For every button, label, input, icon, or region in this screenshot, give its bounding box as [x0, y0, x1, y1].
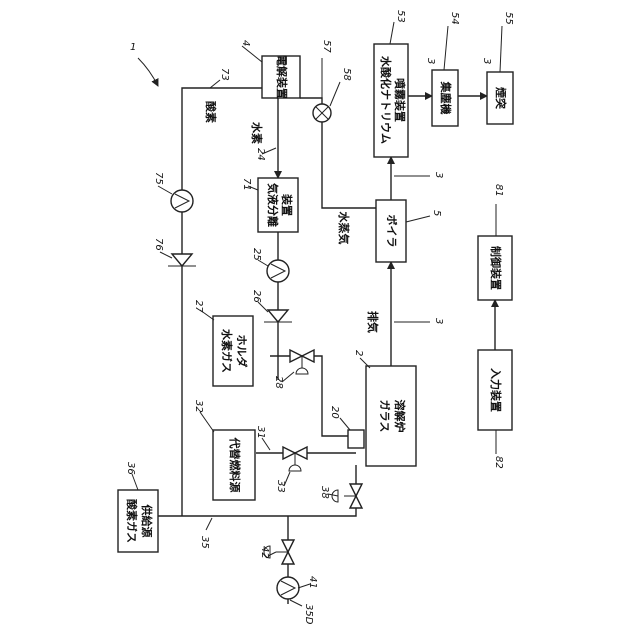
svg-text:1: 1: [130, 42, 136, 53]
ref-57: 57: [321, 40, 332, 53]
input-device-label: 入力装置: [489, 368, 503, 412]
ref-42: 42: [259, 546, 270, 559]
ref-53: 53: [395, 10, 406, 23]
ref-32: 32: [193, 400, 204, 413]
ref-75: 75: [153, 172, 164, 185]
ref-20: 20: [329, 406, 340, 419]
ref-76: 76: [153, 238, 164, 251]
ref-28: 28: [273, 376, 284, 389]
ref-2: 2: [353, 350, 364, 356]
oxygen-source-label-2: 供給源: [140, 504, 154, 538]
ref-36: 36: [125, 462, 136, 475]
ref-3-exhaust: 3: [433, 318, 444, 324]
separator-label-1: 気液分離: [266, 183, 280, 227]
furnace-label-1: ガラス: [378, 400, 392, 433]
naoh-sprayer-label-1: 水酸化ナトリウム: [379, 56, 393, 144]
ref-4: 4: [240, 40, 251, 46]
hydrogen-holder-label-2: ホルダ: [235, 335, 249, 368]
ref-73: 73: [219, 68, 230, 81]
separator-label-2: 装置: [280, 193, 294, 216]
ref-35: 35: [199, 536, 210, 549]
ref-58: 58: [341, 68, 352, 81]
hydrogen-holder-label-1: 水素ガス: [220, 329, 234, 373]
ref-26: 26: [251, 290, 262, 303]
ref-5: 5: [431, 210, 442, 216]
ref-24: 24: [255, 148, 266, 161]
chimney-label: 煙突: [494, 87, 508, 109]
control-valve-33: [283, 447, 307, 471]
electrolyzer-label: 電解装置: [275, 55, 289, 99]
controller-label: 制御装置: [489, 246, 503, 290]
ref-3-boiler: 3: [433, 172, 444, 178]
control-valve-28: [290, 350, 314, 374]
exhaust-flow-label: 排気: [366, 311, 380, 333]
oxygen-pump-41: [277, 577, 299, 599]
alt-fuel-label: 代替燃料源: [228, 437, 242, 493]
ref-31: 31: [255, 426, 266, 439]
ref-82: 82: [493, 456, 504, 469]
steam-pipe: [300, 98, 378, 208]
ref-55: 55: [503, 12, 514, 25]
naoh-sprayer-label-2: 噴霧装置: [393, 78, 407, 122]
ref-54: 54: [449, 12, 460, 25]
burner-20: [348, 430, 364, 448]
hydrogen-flow-label: 水素: [250, 122, 264, 144]
oxygen-pump-75: [171, 190, 193, 212]
hydrogen-pipe-to-burner: [270, 356, 356, 436]
ref-71: 71: [241, 178, 252, 191]
ref-35d: 35D: [303, 604, 314, 625]
oxygen-flow-label: 酸素: [204, 101, 218, 123]
oxygen-source-label-1: 酸素ガス: [125, 499, 139, 543]
steam-valve-58: [313, 104, 331, 122]
hydrogen-pump-25: [267, 260, 289, 282]
steam-flow-label: 水蒸気: [337, 212, 351, 245]
ref-33: 33: [275, 480, 286, 493]
ref-81: 81: [493, 184, 504, 197]
ref-25: 25: [251, 248, 262, 261]
system-ref: 1: [130, 42, 158, 86]
dust-collector-label: 集塵機: [439, 81, 453, 115]
boiler-label: ボイラ: [385, 215, 399, 248]
check-valve-76: [168, 254, 196, 266]
ref-3-collector: 3: [481, 58, 492, 64]
ref-38: 38: [319, 486, 330, 499]
ref-41: 41: [307, 576, 318, 589]
ref-3-sprayer: 3: [425, 58, 436, 64]
furnace-label-2: 溶解炉: [393, 400, 407, 433]
